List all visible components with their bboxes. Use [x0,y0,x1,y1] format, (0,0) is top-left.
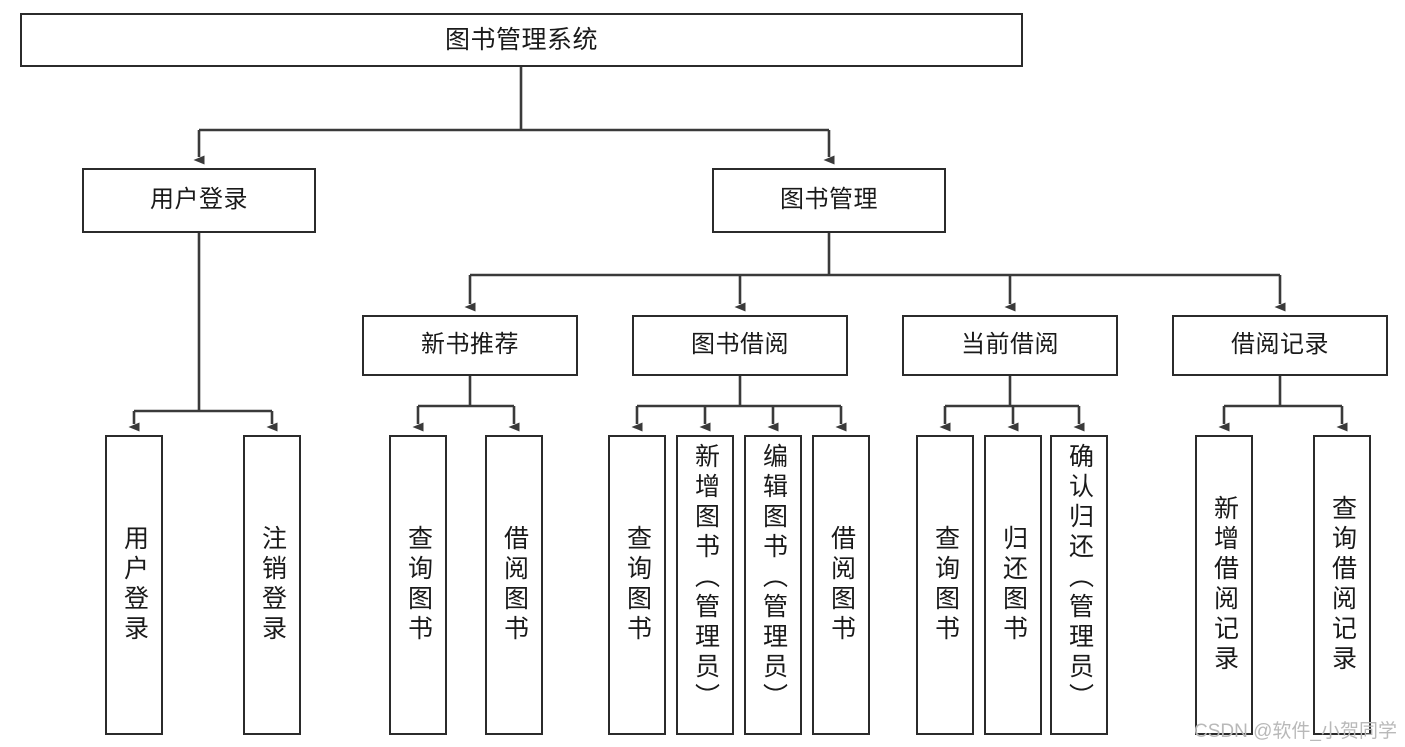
node-label: 当前借阅 [961,331,1059,359]
node-book-management[interactable]: 图书管理 [712,168,946,233]
node-new-book-recommend[interactable]: 新书推荐 [362,315,578,376]
node-label: 新书推荐 [421,331,519,359]
node-label: 借阅图书 [500,525,529,645]
node-current-borrow[interactable]: 当前借阅 [902,315,1118,376]
node-label: 图书管理 [780,186,878,214]
node-label: 新增借阅记录 [1210,495,1239,675]
leaf-return-book[interactable]: 归还图书 [984,435,1042,735]
node-label: 注销登录 [258,525,287,645]
node-root-book-management-system[interactable]: 图书管理系统 [20,13,1023,67]
node-label: 借阅图书 [827,525,856,645]
csdn-watermark: CSDN @软件_小贺同学 [1194,721,1397,742]
leaf-confirm-return-admin[interactable]: 确认归还（管理员） [1050,435,1108,735]
node-label: 新增图书（管理员） [691,443,720,713]
node-label: 查询借阅记录 [1328,495,1357,675]
node-label: 图书管理系统 [444,26,598,54]
leaf-query-book-recommend[interactable]: 查询图书 [389,435,447,735]
leaf-edit-book-admin[interactable]: 编辑图书（管理员） [744,435,802,735]
node-label: 编辑图书（管理员） [759,443,788,713]
node-book-borrow[interactable]: 图书借阅 [632,315,848,376]
leaf-add-borrow-record[interactable]: 新增借阅记录 [1195,435,1253,735]
node-label: 查询图书 [623,525,652,645]
leaf-borrow-book[interactable]: 借阅图书 [812,435,870,735]
node-user-login[interactable]: 用户登录 [82,168,316,233]
node-label: 用户登录 [120,525,149,645]
node-label: 图书借阅 [691,331,789,359]
node-label: 确认归还（管理员） [1065,443,1094,713]
node-label: 归还图书 [999,525,1028,645]
node-label: 查询图书 [931,525,960,645]
leaf-query-book-current[interactable]: 查询图书 [916,435,974,735]
node-label: 查询图书 [404,525,433,645]
leaf-query-book-borrow[interactable]: 查询图书 [608,435,666,735]
node-borrow-records[interactable]: 借阅记录 [1172,315,1388,376]
leaf-borrow-book-recommend[interactable]: 借阅图书 [485,435,543,735]
node-label: 用户登录 [150,186,248,214]
leaf-logout[interactable]: 注销登录 [243,435,301,735]
leaf-add-book-admin[interactable]: 新增图书（管理员） [676,435,734,735]
leaf-query-borrow-record[interactable]: 查询借阅记录 [1313,435,1371,735]
node-label: 借阅记录 [1231,331,1329,359]
leaf-user-login[interactable]: 用户登录 [105,435,163,735]
